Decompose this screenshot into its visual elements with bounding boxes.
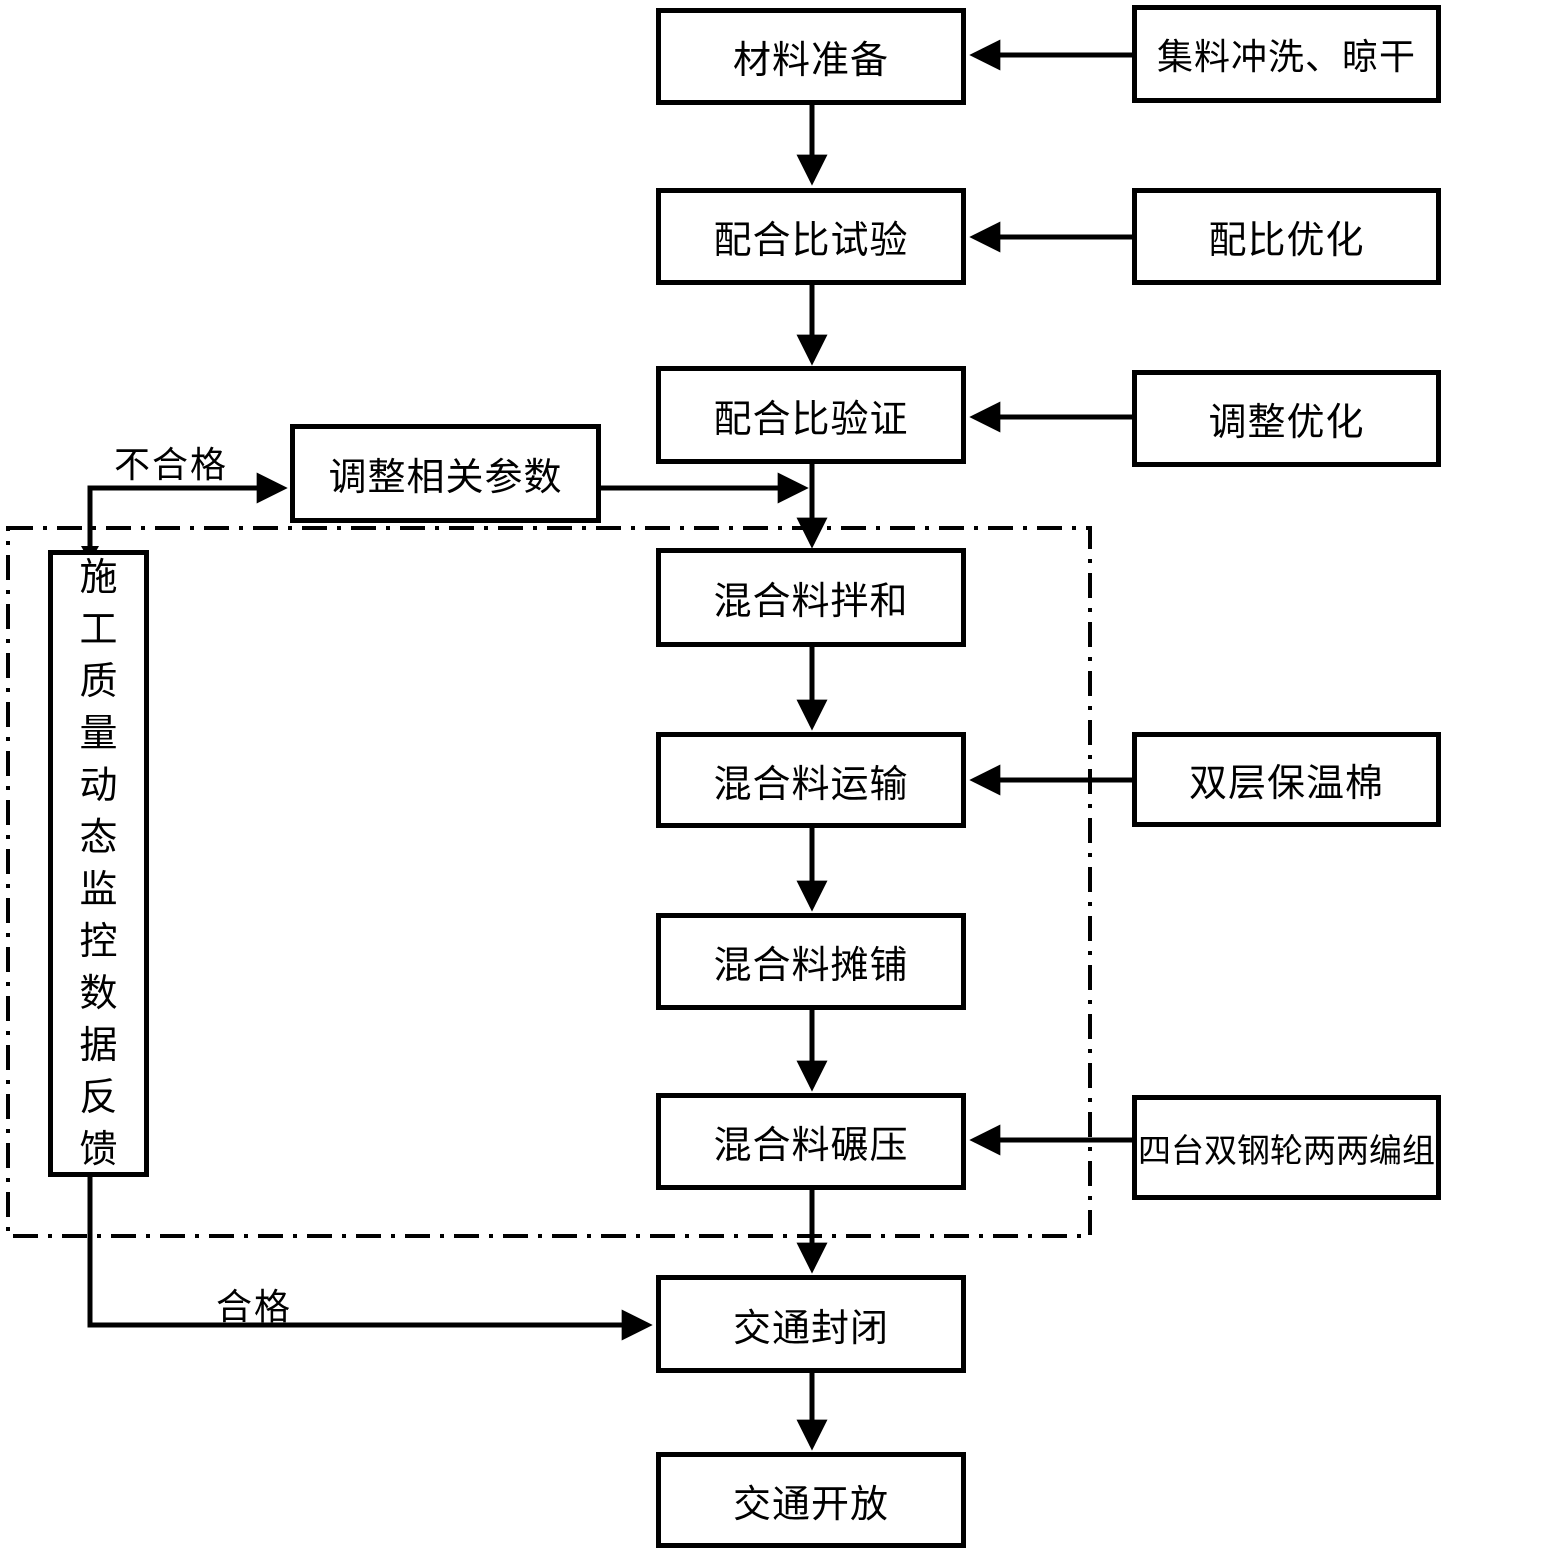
side-box-label: 配比优化 bbox=[1208, 220, 1365, 262]
side-box-ratio-optimization: 配比优化 bbox=[1132, 188, 1441, 285]
flow-box-mix-ratio-verify: 配合比验证 bbox=[656, 366, 966, 464]
flow-box-label: 混合料拌和 bbox=[713, 581, 909, 623]
feedback-box-vertical-label: 施工质量动态监控数据反馈 bbox=[79, 556, 118, 1171]
flow-box-label: 混合料摊铺 bbox=[713, 945, 909, 987]
flow-box-label: 配合比试验 bbox=[713, 220, 909, 262]
flow-box-label: 混合料运输 bbox=[713, 763, 909, 806]
flow-box-label: 交通封闭 bbox=[732, 1307, 889, 1350]
feedback-box-quality-monitoring: 施工质量动态监控数据反馈 bbox=[48, 550, 149, 1177]
side-box-label: 集料冲洗、晾干 bbox=[1156, 37, 1416, 77]
flow-box-mix-ratio-test: 配合比试验 bbox=[656, 188, 966, 285]
side-box-label: 双层保温棉 bbox=[1188, 763, 1384, 805]
branch-label-pass: 合格 bbox=[216, 1287, 293, 1327]
side-box-label: 四台双钢轮两两编组 bbox=[1138, 1133, 1435, 1170]
flow-box-label: 配合比验证 bbox=[713, 398, 909, 441]
flow-box-traffic-opening: 交通开放 bbox=[656, 1452, 966, 1548]
flow-box-mixture-blending: 混合料拌和 bbox=[656, 548, 966, 647]
flow-box-mixture-transport: 混合料运输 bbox=[656, 732, 966, 828]
flow-box-mixture-rolling: 混合料碾压 bbox=[656, 1093, 966, 1190]
flow-box-label: 交通开放 bbox=[732, 1483, 889, 1526]
side-box-adjust-optimization: 调整优化 bbox=[1132, 370, 1441, 467]
flow-box-mixture-paving: 混合料摊铺 bbox=[656, 913, 966, 1010]
branch-label-fail: 不合格 bbox=[114, 445, 229, 485]
feedback-box-label: 调整相关参数 bbox=[328, 457, 563, 499]
flow-box-traffic-closure: 交通封闭 bbox=[656, 1275, 966, 1373]
arrow-pass-to-closure bbox=[87, 1177, 653, 1341]
side-box-label: 调整优化 bbox=[1208, 402, 1365, 444]
side-box-four-rollers-paired: 四台双钢轮两两编组 bbox=[1132, 1095, 1441, 1200]
flow-box-label: 材料准备 bbox=[732, 40, 889, 82]
side-box-aggregate-wash-dry: 集料冲洗、晾干 bbox=[1132, 5, 1441, 103]
feedback-box-adjust-parameters: 调整相关参数 bbox=[290, 424, 601, 523]
arrow-fail-to-adjustparams bbox=[87, 472, 288, 552]
flow-box-material-prep: 材料准备 bbox=[656, 8, 966, 105]
flow-box-label: 混合料碾压 bbox=[713, 1125, 909, 1167]
side-box-double-insulation: 双层保温棉 bbox=[1132, 732, 1441, 827]
dash-dot-region-border bbox=[6, 526, 1092, 1238]
